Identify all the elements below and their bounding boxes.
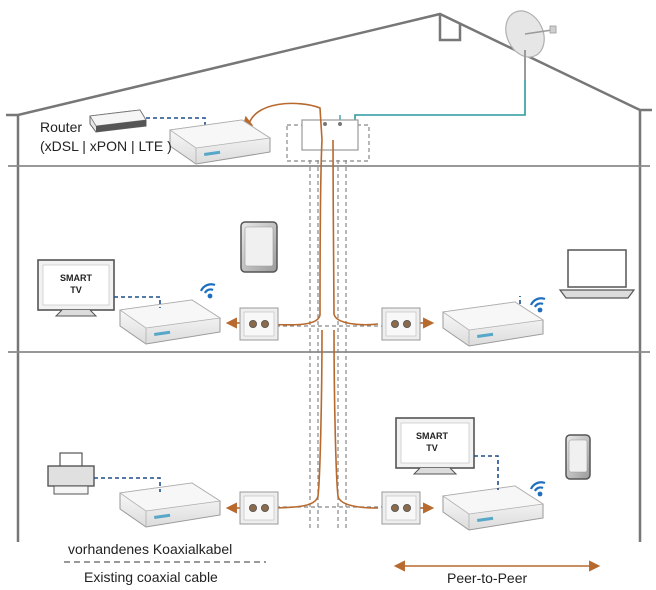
tablet-icon [565,434,591,480]
smart-tv-icon: SMART TV [395,417,475,475]
modem-floor1-right [442,301,544,347]
tv-lan-cable [114,296,161,308]
coax-riser [262,124,395,530]
splitter-box [301,119,359,151]
tv-label-smart: SMART [60,273,92,283]
router-device [89,109,147,133]
tv-label-tv: TV [70,285,82,295]
printer-lan-cable [94,477,161,492]
wall-outlet-4 [381,491,421,525]
satellite-dish-icon [505,10,557,80]
modem-floor2-right [442,485,544,531]
floor-lines [8,165,650,353]
printer-icon [47,452,95,495]
signal-path [225,102,435,514]
tablet-icon [240,221,278,273]
wifi-icon [529,297,547,314]
tv2-lan-cable [474,455,499,490]
modem-floor1-left [119,299,221,345]
wall-outlet-1 [239,307,279,341]
legend-coax-en: Existing coaxial cable [84,569,218,585]
router-types: (xDSL | xPON | LTE ) [40,138,172,154]
legend-coax-de: vorhandenes Koaxialkabel [68,541,233,557]
router-label: Router (xDSL | xPON | LTE ) [40,118,172,156]
modem-attic [169,119,271,165]
smart-tv-icon: SMART TV [37,259,115,317]
house-outline [6,12,652,542]
router-name: Router [40,119,83,135]
laptop-icon [558,249,636,299]
tv-label-tv: TV [426,443,438,453]
wall-outlet-3 [239,491,279,525]
wall-outlet-2 [381,307,421,341]
wifi-icon [529,481,547,498]
legend-p2p-label: Peer-to-Peer [447,570,528,586]
modem-floor2-left [119,482,221,528]
satellite-cable [354,80,526,124]
tv-label-smart: SMART [416,431,448,441]
wifi-icon [199,283,217,300]
